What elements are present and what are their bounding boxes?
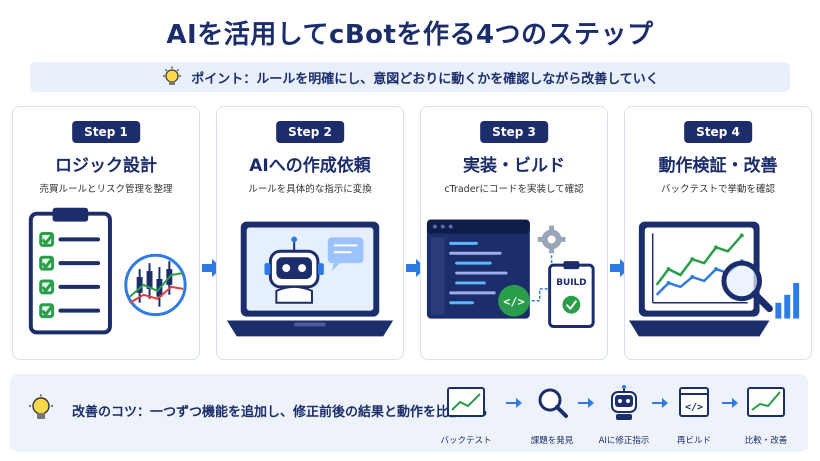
step-card-2: Step 2 AIへの作成依頼 ルールを具体的な指示に変換: [216, 106, 404, 360]
flow-label: 比較・改善: [744, 436, 788, 446]
step-badge: Step 3: [480, 121, 548, 143]
arrow-right-icon: [578, 398, 594, 408]
step-badge: Step 2: [276, 121, 344, 143]
chart-icon: [447, 387, 485, 417]
arrow-right-icon: [652, 398, 668, 408]
code-build-icon: </> BUILD: [426, 219, 595, 328]
point-banner: ポイント：ルールを明確にし、意図どおりに動くかを確認しながら改善していく: [30, 62, 790, 92]
tips-text: 改善のコツ：一つずつ機能を追加し、修正前後の結果と動作を比較する: [72, 405, 489, 420]
laptop-chart-magnifier-icon: [628, 221, 800, 337]
tips-panel: 改善のコツ：一つずつ機能を追加し、修正前後の結果と動作を比較する バックテスト …: [10, 374, 808, 452]
step-title: ロジック設計: [55, 156, 157, 176]
step-title: 実装・ビルド: [463, 156, 565, 176]
step-subtitle: cTraderにコードを実装して確認: [444, 184, 584, 195]
step-subtitle: ルールを具体的な指示に変換: [248, 184, 372, 195]
code-window-icon: </>: [679, 387, 709, 417]
step-badge: Step 4: [684, 121, 752, 143]
step-badge: Step 1: [72, 121, 140, 143]
robot-icon: [611, 385, 637, 420]
flow-item-ai-fix: AIに修正指示: [586, 384, 662, 446]
step-title: 動作検証・改善: [658, 156, 778, 176]
step-card-1: Step 1 ロジック設計 売買ルールとリスク管理を整理: [12, 106, 200, 360]
flow-item-compare: 比較・改善: [728, 384, 804, 446]
flow-label: AIに修正指示: [598, 436, 650, 446]
flow-label: バックテスト: [440, 436, 492, 446]
flow-item-backtest: バックテスト: [428, 384, 504, 446]
page-title: AIを活用してcBotを作る4つのステップ: [166, 20, 654, 50]
lightbulb-icon: [163, 66, 182, 85]
step-card-4: Step 4 動作検証・改善 バックテストで挙動を確認: [624, 106, 812, 360]
lightbulb-icon: [29, 394, 53, 419]
build-label: BUILD: [556, 278, 586, 288]
step-subtitle: バックテストで挙動を確認: [660, 184, 775, 195]
flow-item-find-issue: 課題を発見: [514, 384, 590, 446]
arrow-right-icon: [722, 398, 738, 408]
step-card-3: Step 3 実装・ビルド cTraderにコードを実装して確認 </>: [420, 106, 608, 360]
flow-item-rebuild: </> 再ビルド: [656, 384, 732, 446]
magnifier-icon: [538, 388, 568, 418]
arrow-right-icon: [506, 398, 522, 408]
svg-text:</>: </>: [503, 295, 524, 309]
svg-text:</>: </>: [685, 402, 703, 413]
step-title: AIへの作成依頼: [249, 156, 371, 176]
laptop-robot-icon: [226, 221, 394, 337]
flow-label: 再ビルド: [676, 436, 711, 446]
flow-label: 課題を発見: [530, 436, 574, 446]
step-subtitle: 売買ルールとリスク管理を整理: [39, 184, 173, 195]
point-text: ポイント：ルールを明確にし、意図どおりに動くかを確認しながら改善していく: [191, 71, 659, 87]
checklist-clipboard-icon: [28, 207, 187, 335]
chart-icon: [747, 387, 785, 417]
